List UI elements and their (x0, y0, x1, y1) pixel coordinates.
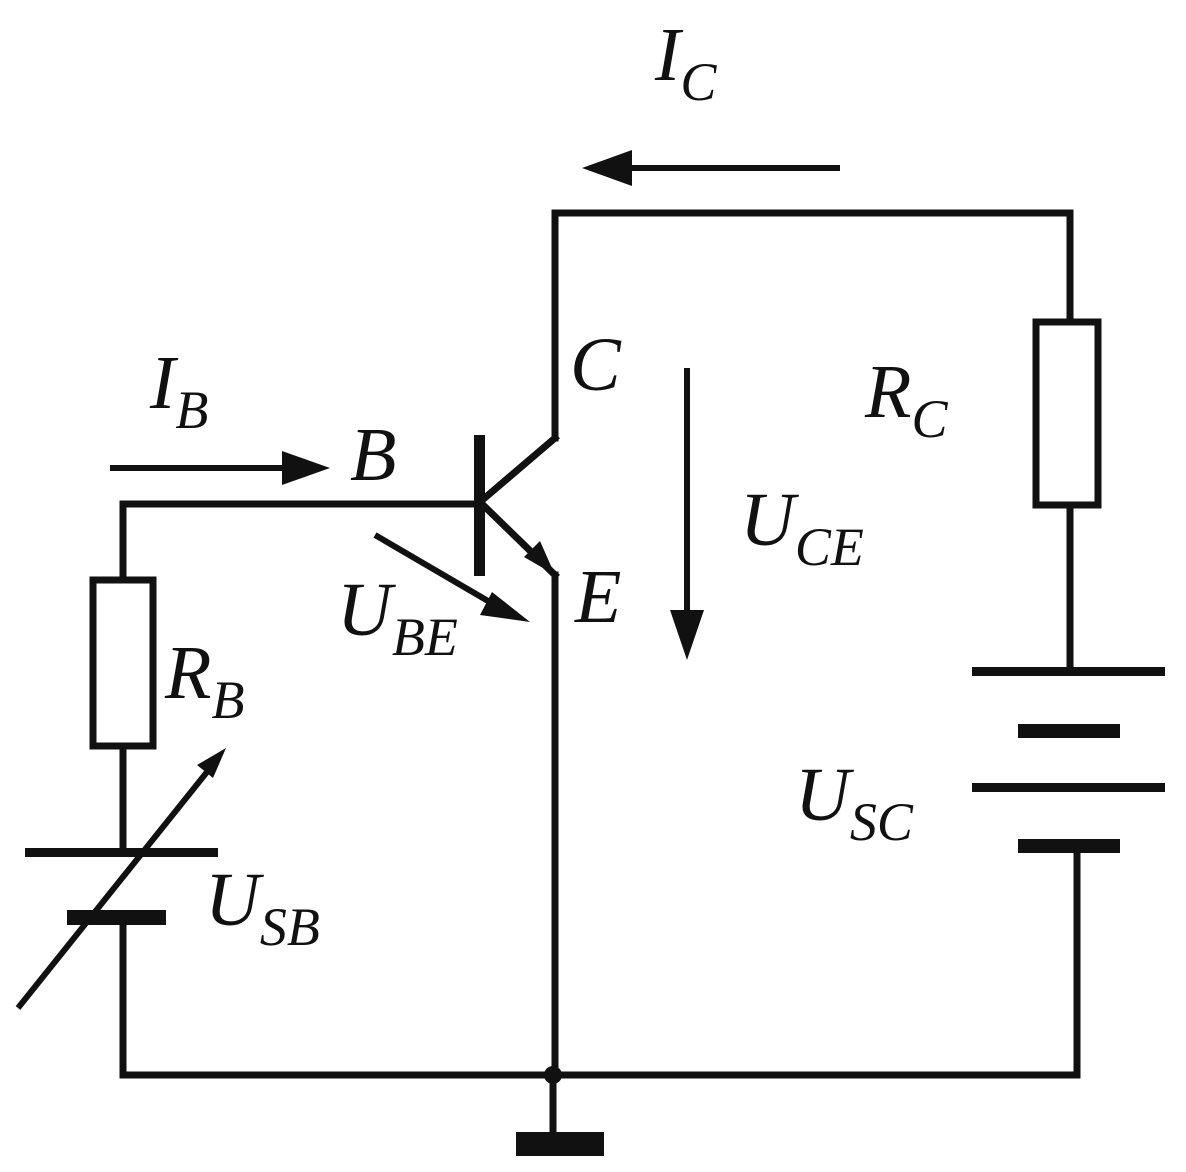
uce-label: UCE (740, 478, 864, 577)
ic-label: IC (654, 13, 717, 112)
uce-arrowhead-icon (670, 610, 704, 660)
variable-arrow-icon (15, 760, 218, 1010)
ib-label: IB (149, 341, 208, 440)
usc-battery-plate-2 (1018, 724, 1120, 738)
base-wire (119, 500, 484, 584)
b-terminal-label: B (350, 413, 396, 497)
ib-arrowhead-icon (282, 451, 330, 485)
rc-resistor (1032, 318, 1102, 509)
rc-label: RC (864, 350, 948, 449)
collector-lead (475, 433, 560, 507)
usb-label: USB (205, 858, 320, 957)
ube-arrowhead-icon (480, 592, 530, 622)
usb-battery-plate-2 (67, 910, 166, 925)
collector-top-wire (551, 209, 1074, 326)
rb-resistor (89, 576, 157, 750)
rb-label: RB (164, 631, 244, 730)
e-terminal-label: E (574, 555, 621, 639)
usc-battery-plate-4 (1018, 839, 1120, 853)
ic-arrowhead-icon (582, 150, 632, 186)
ube-arrow-icon (373, 532, 502, 611)
c-terminal-label: C (570, 323, 622, 407)
usb-battery-plate-1 (25, 848, 218, 857)
emitter-arrow-icon (524, 541, 555, 575)
usc-label: USC (795, 753, 914, 852)
usc-battery-plate-1 (972, 667, 1165, 676)
ube-label: UBE (337, 568, 458, 667)
variable-arrowhead-icon (197, 748, 226, 778)
usc-battery-plate-3 (972, 783, 1165, 792)
ground-symbol (516, 1132, 604, 1156)
